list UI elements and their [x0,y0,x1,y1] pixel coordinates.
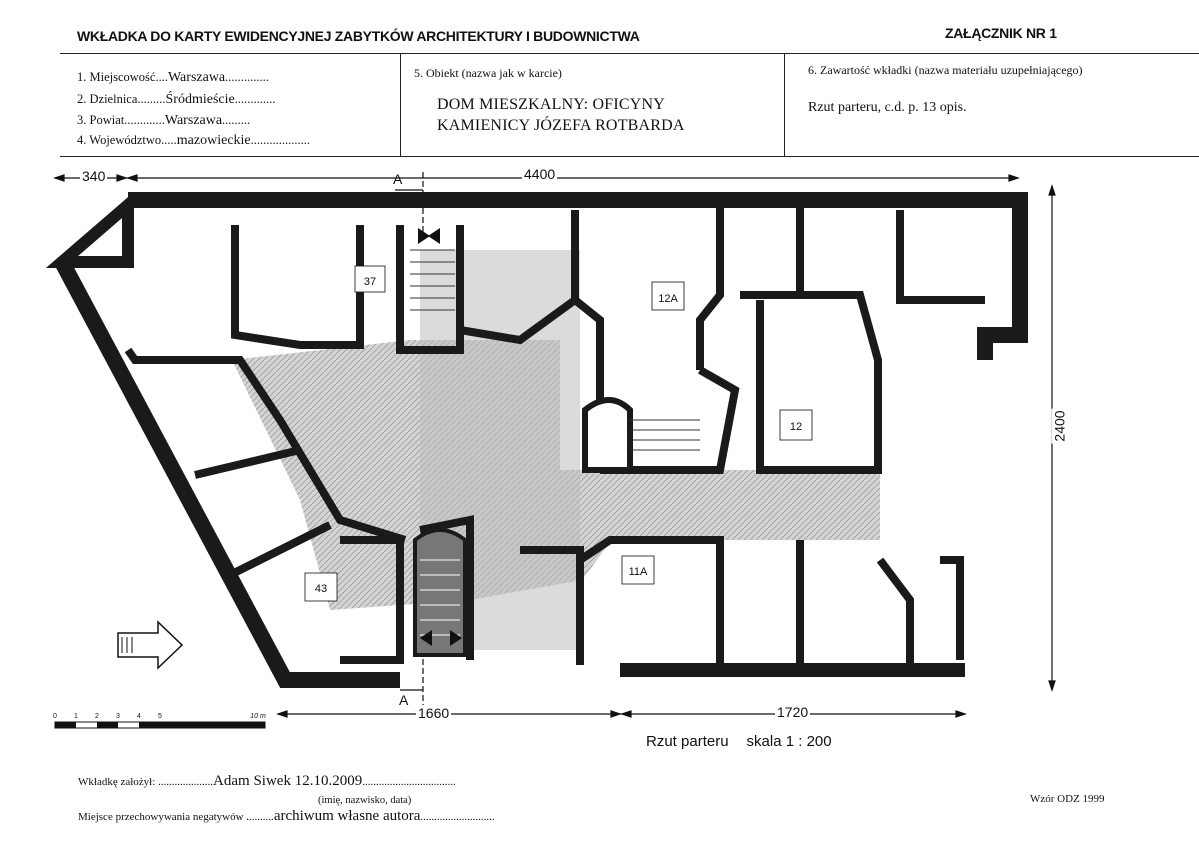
field-town: 1. Miejscowość....Warszawa.............. [77,70,269,86]
form-model: Wzór ODZ 1999 [1030,793,1105,805]
scale-tick-4: 4 [137,713,141,720]
district-value: Śródmieście [165,92,235,107]
entrance-arrow-icon [117,620,184,670]
founded-label: Wkładkę założył: .................... [78,776,214,788]
object-name-line1: DOM MIESZKALNY: OFICYNY [437,96,666,113]
section-mark-bottom: A [399,692,409,708]
room-number-37: 37 [364,276,376,288]
county-value: Warszawa [164,113,223,128]
room-number-43: 43 [315,583,327,595]
plan-caption: Rzut parteru skala 1 : 200 [646,733,850,750]
county-label: 3. Powiat............. [77,113,165,127]
direction-arrows [418,228,462,646]
province-value: mazowieckie [176,133,251,148]
dimension-right: 2400 [1051,408,1068,444]
scale-end-label: 10 m [250,713,266,720]
county-dots: ......... [222,113,251,127]
founded-dots: .................................. [362,776,456,788]
founded-by-field: Wkładkę założył: ....................Ada… [78,773,456,790]
dimension-bottom-left: 1660 [416,705,452,721]
scale-tick-3: 3 [116,713,120,720]
town-dots: .............. [225,70,269,84]
floor-plan: 37 12A 12 43 11A 0 1 2 3 4 5 10 m [45,172,1056,729]
room-number-11a: 11A [629,566,648,578]
dimension-top: 4400 [522,166,558,182]
form-title: WKŁADKA DO KARTY EWIDENCYJNEJ ZABYTKÓW A… [77,28,640,44]
scale-bar: 0 1 2 3 4 5 10 m [53,713,266,729]
founded-hint: (imię, nazwisko, data) [318,795,412,806]
stairs [410,249,700,657]
negatives-storage-field: Miejsce przechowywania negatywów .......… [78,808,495,825]
dimension-bottom-right: 1720 [775,704,811,720]
field-district: 2. Dzielnica.........Śródmieście........… [77,92,275,108]
scale-tick-0: 0 [53,713,57,720]
founded-value: Adam Siwek 12.10.2009 [213,773,363,789]
district-dots: ............. [234,92,276,106]
header-bottom-divider [60,156,1199,157]
storage-dots: ........................... [420,811,495,823]
field-county: 3. Powiat.............Warszawa......... [77,113,250,129]
column-divider-1 [400,53,401,157]
storage-value: archiwum własne autora [273,808,421,824]
column-divider-2 [784,53,785,157]
object-name-line2: KAMIENICY JÓZEFA ROTBARDA [437,117,685,134]
room-number-12a: 12A [658,293,678,305]
object-label: 5. Obiekt (nazwa jak w karcie) [414,66,562,80]
scale-tick-5: 5 [158,713,162,720]
field-province: 4. Województwo.....mazowieckie..........… [77,133,310,149]
room-number-12: 12 [790,421,802,433]
inner-walls [124,200,985,670]
plan-caption-title: Rzut parteru [646,733,729,750]
dimension-left-top: 340 [80,168,108,184]
annex-label: ZAŁĄCZNIK NR 1 [945,25,1057,41]
district-label: 2. Dzielnica......... [77,92,166,106]
storage-label: Miejsce przechowywania negatywów .......… [78,811,274,823]
town-label: 1. Miejscowość.... [77,70,168,84]
plan-caption-scale: skala 1 : 200 [746,733,832,750]
province-label: 4. Województwo..... [77,133,177,147]
section-mark-top: A [393,171,403,187]
province-dots: ................... [250,133,311,147]
scale-tick-2: 2 [95,713,99,720]
contents-label: 6. Zawartość wkładki (nazwa materiału uz… [808,63,1083,77]
section-line-a [395,172,424,710]
town-value: Warszawa [167,70,226,85]
scale-tick-1: 1 [74,713,78,720]
contents-value: Rzut parteru, c.d. p. 13 opis. [808,100,967,115]
header-divider [60,53,1199,54]
